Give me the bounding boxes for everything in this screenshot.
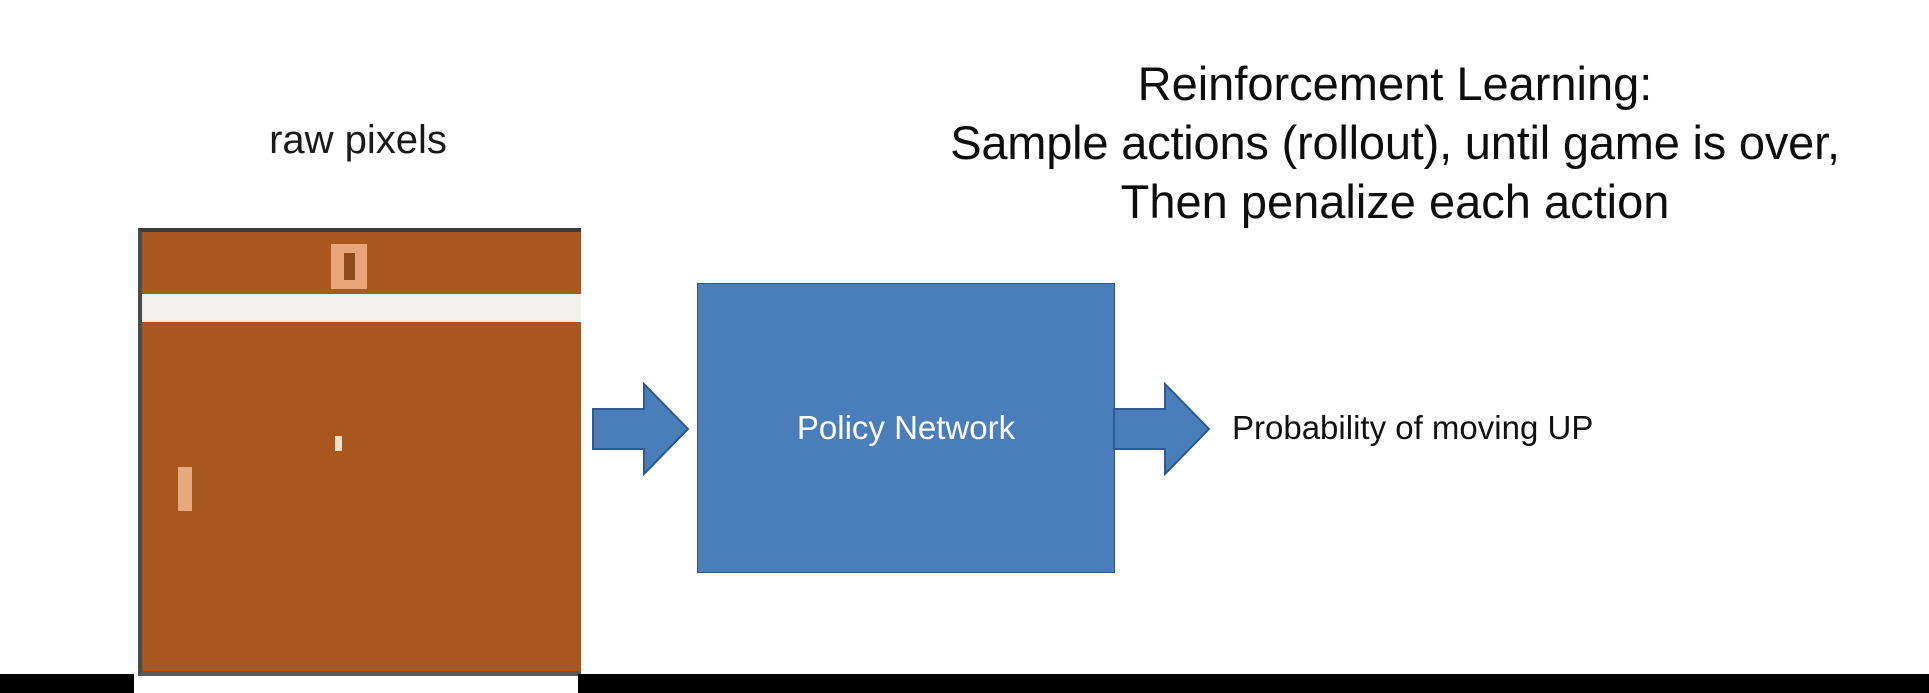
pong-divider-line [142, 294, 581, 322]
heading-line-3: Then penalize each action [1120, 174, 1670, 228]
score-left [331, 244, 367, 289]
pong-score-banner [142, 232, 581, 294]
page-title: Reinforcement Learning: Sample actions (… [860, 55, 1929, 231]
policy-network-label: Policy Network [796, 409, 1016, 446]
pong-play-field [142, 322, 581, 671]
heading-line-2: Sample actions (rollout), until game is … [950, 115, 1840, 169]
pong-game-screenshot [138, 228, 581, 676]
output-label: Probability of moving UP [1232, 409, 1594, 446]
pong-ball [335, 436, 342, 451]
right-arrow-icon [592, 382, 690, 476]
bottom-bar-right [578, 674, 1929, 693]
heading-line-1: Reinforcement Learning: [1137, 57, 1653, 110]
score-left-glyph [343, 253, 355, 280]
bottom-bar-left [0, 674, 134, 693]
raw-pixels-label: raw pixels [269, 118, 447, 162]
pong-left-paddle [178, 467, 192, 511]
policy-network-box[interactable]: Policy Network [697, 283, 1115, 573]
right-arrow-icon [1113, 382, 1211, 476]
